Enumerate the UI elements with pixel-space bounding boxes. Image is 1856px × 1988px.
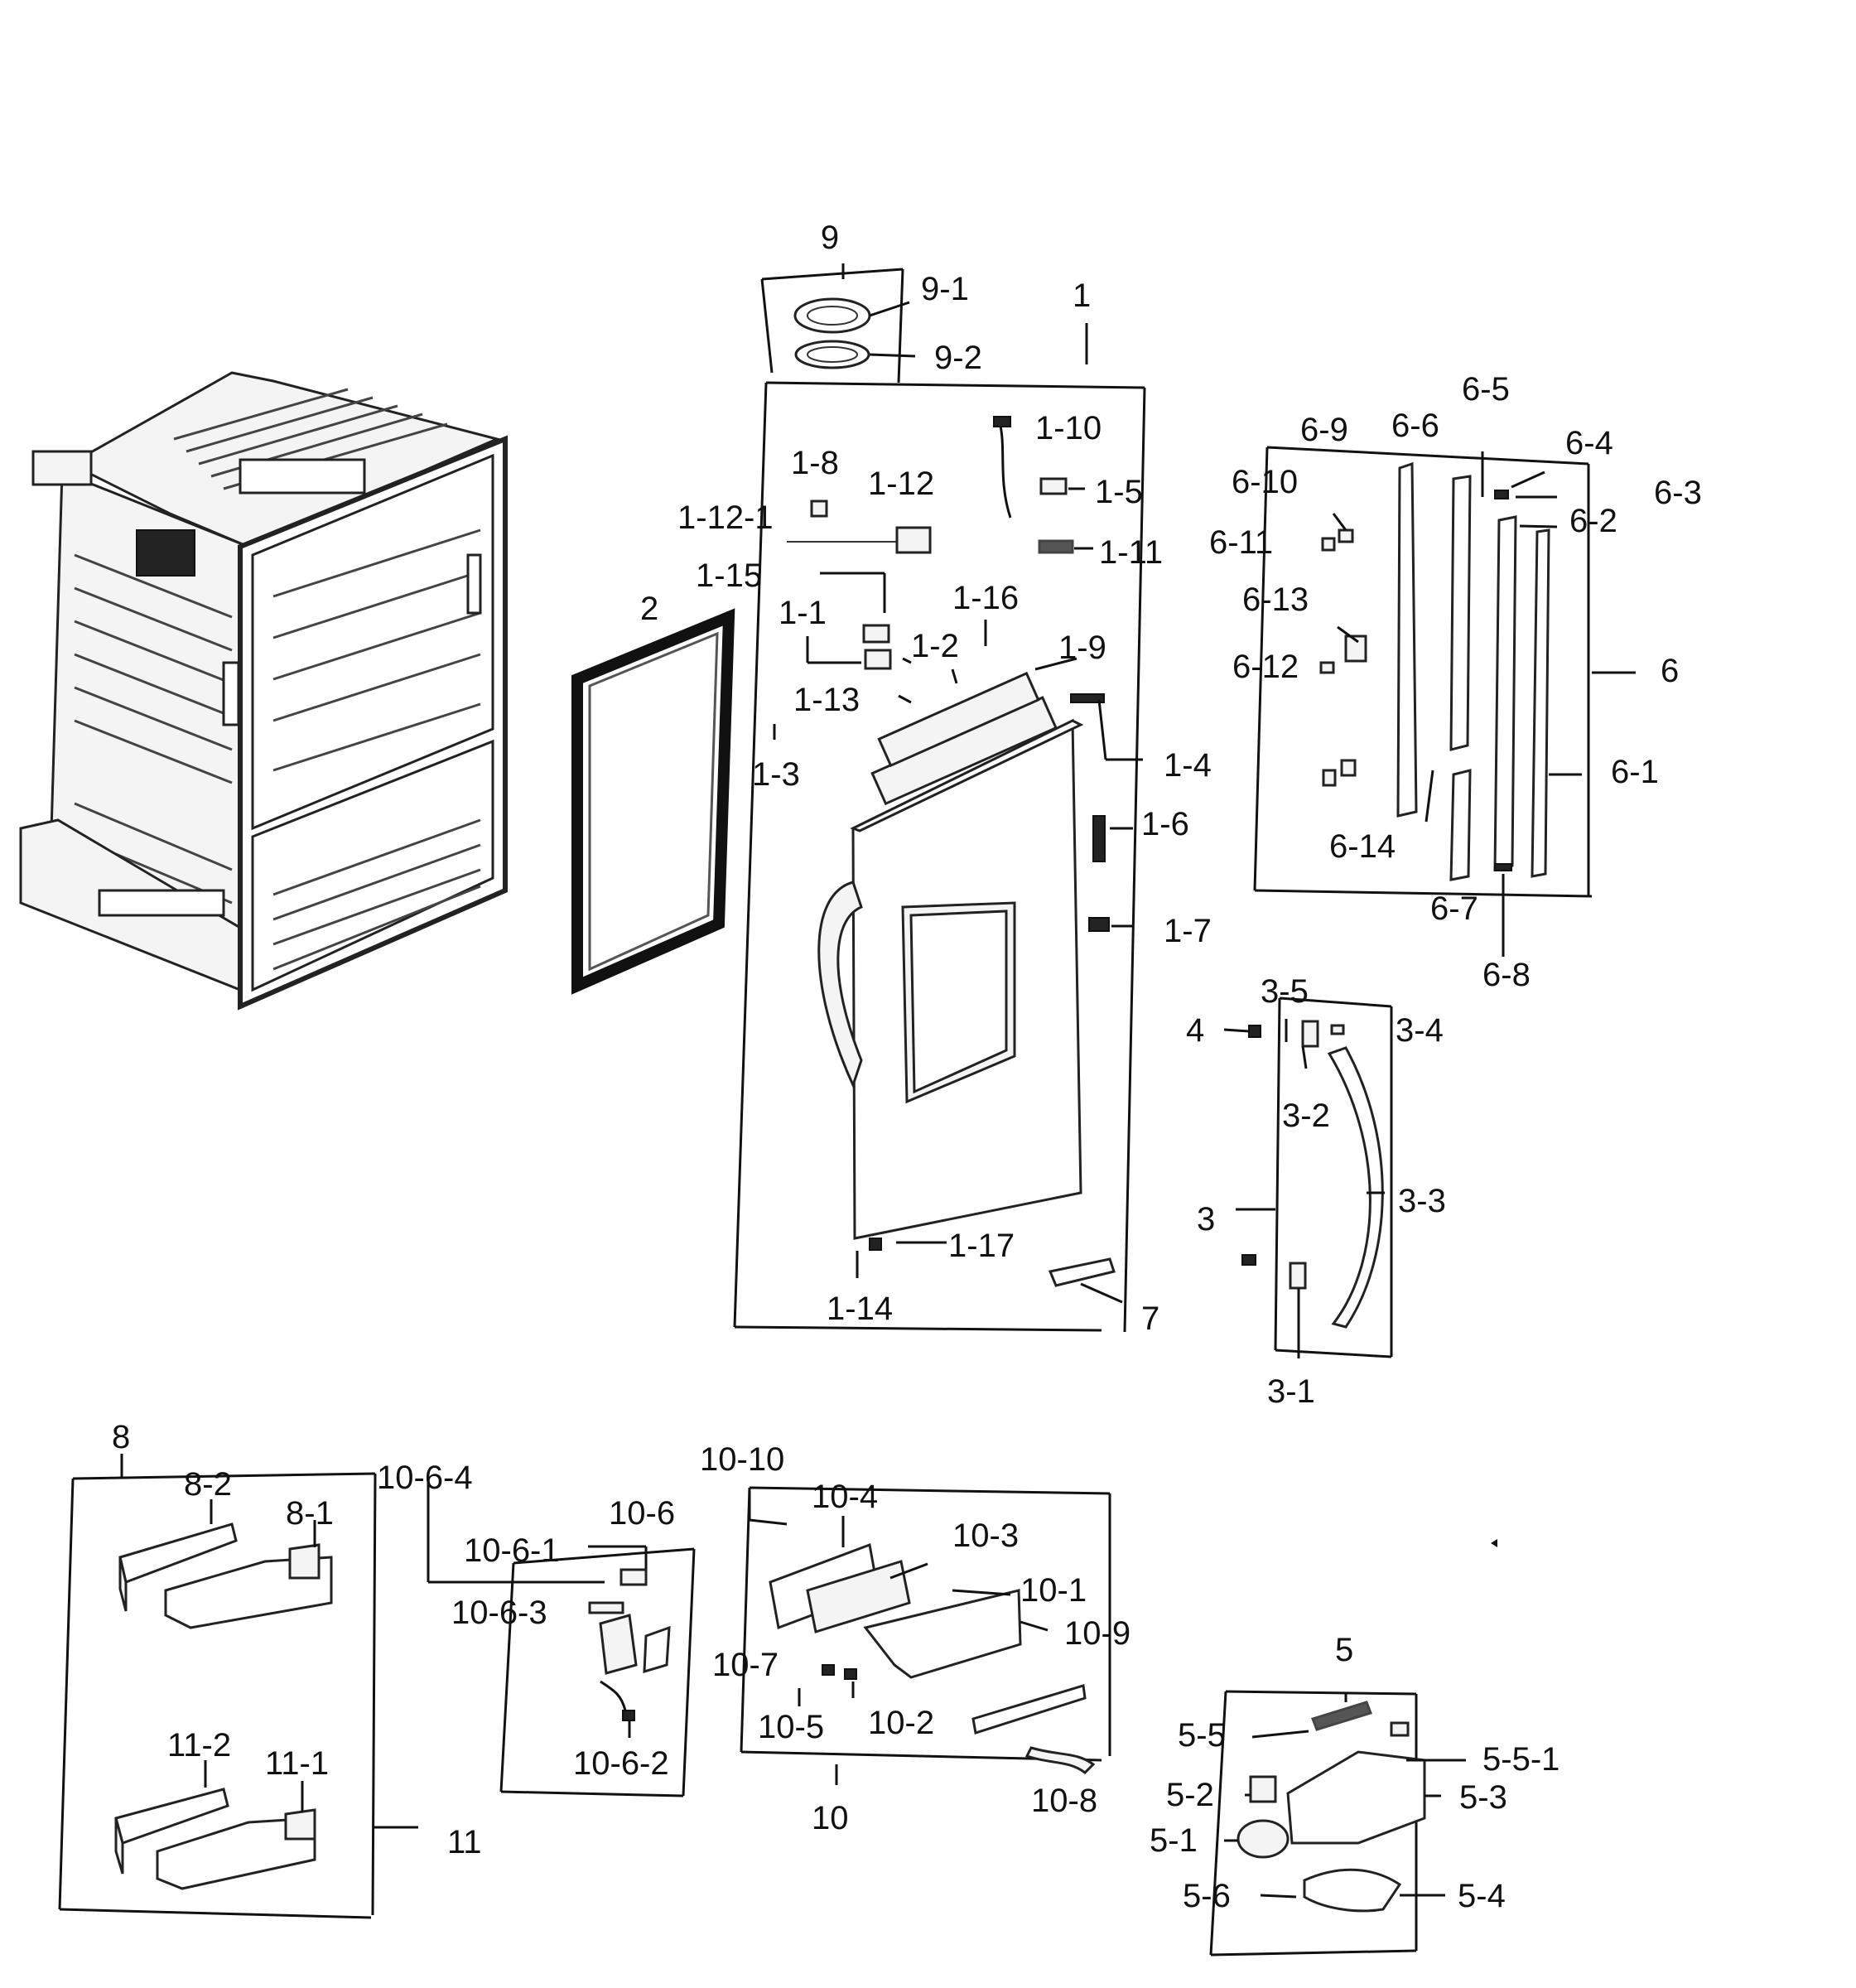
label-6-12: 6-12 (1232, 649, 1299, 685)
label-10-10: 10-10 (700, 1441, 784, 1478)
ice-maker-assembly-5 (1209, 1690, 1466, 1957)
label-1-17: 1-17 (948, 1228, 1015, 1264)
label-3-3: 3-3 (1398, 1183, 1446, 1219)
label-1: 1 (1073, 277, 1091, 314)
label-9-1: 9-1 (921, 271, 969, 307)
dispenser-assembly-10 (740, 1486, 1111, 1785)
label-5-5: 5-5 (1178, 1717, 1226, 1754)
label-1-12-1: 1-12-1 (677, 499, 774, 536)
label-5-6: 5-6 (1183, 1878, 1231, 1914)
label-1-7: 1-7 (1164, 913, 1212, 949)
label-1-1: 1-1 (779, 595, 827, 631)
handle-assembly-3 (1223, 996, 1393, 1358)
label-1-3: 1-3 (752, 756, 800, 793)
label-9: 9 (821, 220, 839, 256)
label-10-6-1: 10-6-1 (464, 1532, 560, 1569)
label-2: 2 (640, 591, 658, 627)
label-5-3: 5-3 (1459, 1779, 1507, 1816)
label-11-2: 11-2 (167, 1727, 231, 1764)
label-8-1: 8-1 (286, 1495, 334, 1532)
label-5-4: 5-4 (1458, 1878, 1506, 1914)
label-1-13: 1-13 (793, 682, 860, 718)
label-1-8: 1-8 (791, 445, 839, 481)
label-3-1: 3-1 (1267, 1373, 1315, 1410)
label-10-2: 10-2 (868, 1705, 934, 1741)
part-labels: 9 9-1 9-2 1 1-10 1-8 1-12 1-5 1-12-1 1-1… (112, 220, 1702, 1914)
label-5-5-1: 5-5-1 (1482, 1741, 1560, 1778)
label-11: 11 (447, 1824, 482, 1860)
door-assembly (733, 263, 1146, 1333)
label-5: 5 (1335, 1632, 1353, 1668)
cover-assembly-8-11 (58, 1454, 418, 1919)
label-10-8: 10-8 (1031, 1783, 1097, 1819)
label-1-2: 1-2 (911, 628, 959, 664)
label-1-5: 1-5 (1095, 474, 1143, 510)
label-1-9: 1-9 (1058, 630, 1106, 666)
door-gasket (571, 608, 735, 995)
label-6-3: 6-3 (1654, 475, 1702, 511)
label-6-5: 6-5 (1462, 371, 1510, 408)
label-10-6: 10-6 (609, 1495, 675, 1532)
guard-assembly-6 (1253, 446, 1636, 957)
label-10-6-3: 10-6-3 (451, 1595, 547, 1631)
label-3-2: 3-2 (1282, 1098, 1330, 1134)
label-6-14: 6-14 (1329, 828, 1396, 865)
label-10-6-2: 10-6-2 (573, 1745, 669, 1782)
label-9-2: 9-2 (934, 340, 982, 376)
label-10-5: 10-5 (758, 1709, 824, 1745)
label-6-2: 6-2 (1569, 503, 1617, 539)
label-6-11: 6-11 (1209, 524, 1273, 561)
label-3: 3 (1197, 1201, 1215, 1238)
tray-assembly-10-6 (427, 1480, 696, 1797)
label-1-11: 1-11 (1099, 534, 1163, 571)
label-6-1: 6-1 (1611, 754, 1659, 790)
label-3-5: 3-5 (1261, 973, 1309, 1010)
label-1-15: 1-15 (696, 557, 762, 594)
label-1-10: 1-10 (1035, 410, 1102, 446)
label-10-3: 10-3 (952, 1518, 1019, 1554)
label-6-8: 6-8 (1482, 957, 1531, 993)
label-8: 8 (112, 1419, 130, 1455)
label-8-2: 8-2 (184, 1466, 232, 1503)
label-4: 4 (1186, 1012, 1204, 1049)
label-1-12: 1-12 (868, 466, 934, 502)
label-6-4: 6-4 (1565, 425, 1613, 461)
label-6-10: 6-10 (1232, 464, 1298, 500)
label-1-4: 1-4 (1164, 747, 1212, 784)
label-11-1: 11-1 (265, 1745, 329, 1782)
refrigerator-cabinet (19, 371, 508, 1011)
label-3-4: 3-4 (1396, 1012, 1444, 1049)
label-10-6-4: 10-6-4 (377, 1460, 473, 1496)
label-10-4: 10-4 (812, 1479, 878, 1515)
label-6-6: 6-6 (1391, 408, 1439, 444)
label-10: 10 (812, 1800, 849, 1836)
label-10-7: 10-7 (712, 1647, 779, 1683)
label-10-1: 10-1 (1020, 1572, 1087, 1609)
label-5-1: 5-1 (1150, 1822, 1198, 1859)
label-5-2: 5-2 (1166, 1777, 1214, 1813)
label-6-7: 6-7 (1430, 890, 1478, 927)
label-6-9: 6-9 (1300, 412, 1348, 448)
label-6: 6 (1661, 653, 1679, 689)
label-1-14: 1-14 (827, 1291, 893, 1327)
marker-triangle (1491, 1539, 1497, 1547)
label-10-9: 10-9 (1064, 1615, 1130, 1652)
label-1-16: 1-16 (952, 580, 1019, 616)
label-6-13: 6-13 (1242, 581, 1309, 618)
label-1-6: 1-6 (1141, 806, 1189, 842)
label-7: 7 (1141, 1300, 1159, 1337)
